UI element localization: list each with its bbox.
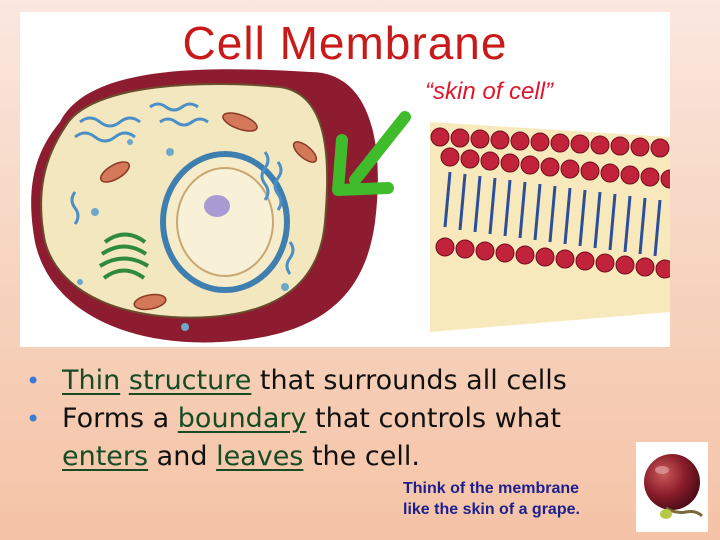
cell-illustration [31, 69, 670, 343]
bullet-item: Forms a boundary that controls what [24, 400, 567, 438]
ribosomes [77, 139, 289, 331]
note-line-2: like the skin of a grape. [403, 501, 580, 518]
bullet-text: and [148, 441, 217, 472]
bullet-text [120, 365, 129, 396]
slide-title: Cell Membrane [182, 17, 508, 69]
bullet-list: Thin structure that surrounds all cells … [24, 362, 567, 476]
keyword-enters: enters [62, 441, 149, 472]
keyword-boundary: boundary [177, 403, 307, 434]
subtitle-caption: “skin of cell” [425, 78, 554, 105]
golgi-apparatus [98, 232, 150, 280]
grape-icon [644, 454, 704, 519]
nucleus [176, 167, 274, 277]
bullet-text: Forms a [62, 403, 178, 434]
green-arrow-icon [332, 111, 411, 196]
bullet-text: the cell. [303, 441, 420, 472]
keyword-leaves: leaves [216, 441, 304, 472]
bullet-text: that controls what [306, 403, 562, 434]
note-line-1: Think of the membrane [403, 480, 580, 497]
endoplasmic-reticulum [70, 102, 295, 275]
keyword-thin: Thin [62, 365, 121, 396]
mitochondria [99, 112, 318, 311]
grape-note: Think of the membrane like the skin of a… [403, 478, 580, 520]
phospholipid-bilayer [430, 122, 670, 332]
keyword-structure: structure [128, 365, 252, 396]
bullet-item: Thin structure that surrounds all cells [24, 362, 567, 400]
grape-image [636, 442, 708, 532]
nucleolus [204, 195, 230, 217]
cell-figure: Cell Membrane “skin of cell” [20, 12, 670, 347]
bullet-text: that surrounds all cells [251, 365, 567, 396]
bullet-continuation: enters and leaves the cell. [24, 438, 567, 476]
